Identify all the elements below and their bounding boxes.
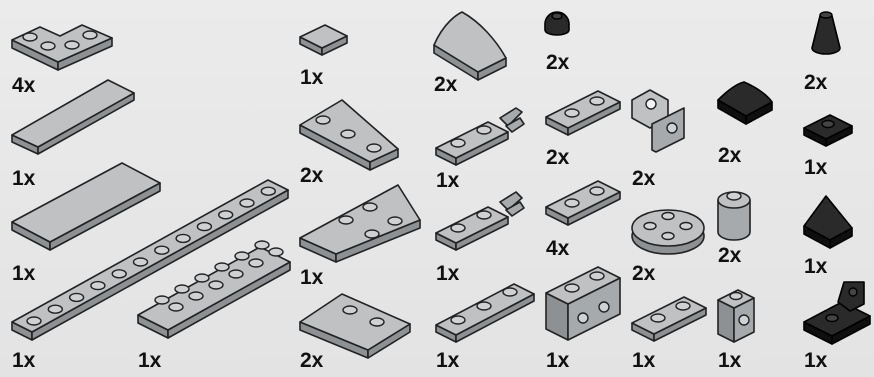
qty-label: 1x (804, 157, 827, 178)
part-plate-1x3 (436, 284, 534, 342)
qty-label: 1x (436, 170, 459, 191)
qty-label: 1x (718, 350, 741, 371)
part-brick-1x2-with-studs-on-side (546, 267, 620, 340)
stud (219, 211, 233, 219)
qty-label: 4x (12, 75, 35, 96)
qty-label: 1x (804, 256, 827, 277)
part-plate-2x2-corner (12, 25, 112, 70)
qty-label: 1x (300, 67, 323, 88)
stud (255, 241, 269, 249)
part-round-plate-2x2 (632, 210, 704, 254)
qty-label: 1x (12, 350, 35, 371)
stud (155, 246, 169, 254)
stud (197, 223, 211, 231)
part-slope-curved-black (718, 82, 772, 124)
qty-label: 1x (300, 267, 323, 288)
qty-label: 2x (632, 168, 655, 189)
qty-label: 4x (546, 238, 569, 259)
part-bracket-1x1 (632, 90, 684, 152)
stud (235, 252, 249, 260)
stud (215, 263, 229, 271)
qty-label: 2x (546, 147, 569, 168)
qty-label: 2x (718, 245, 741, 266)
stud (70, 293, 84, 301)
part-round-1x1-black (545, 12, 569, 35)
qty-label: 1x (632, 350, 655, 371)
qty-label: 2x (718, 145, 741, 166)
part-brick-1x1-with-stud-on-side (718, 290, 754, 342)
stud (189, 292, 203, 300)
stud (48, 305, 62, 313)
qty-label: 1x (436, 263, 459, 284)
stud (91, 282, 105, 290)
qty-label: 1x (12, 168, 35, 189)
part-plate-1x2-with-clip (436, 108, 524, 165)
qty-label: 1x (138, 350, 161, 371)
stud (195, 274, 209, 282)
part-plate-1x2 (546, 91, 620, 135)
qty-label: 2x (434, 74, 457, 95)
stud (169, 303, 183, 311)
part-cylinder-brick-1x1 (718, 192, 750, 240)
part-wedge-plate-4x4 (300, 185, 420, 262)
qty-label: 1x (12, 263, 35, 284)
part-wedge-plate-3x2 (300, 100, 398, 170)
part-tile-1x1 (300, 25, 347, 55)
qty-label: 2x (804, 72, 827, 93)
part-hinge-plate-black (804, 282, 870, 344)
stud (176, 234, 190, 242)
qty-label: 2x (632, 263, 655, 284)
stud (134, 258, 148, 266)
stud (269, 248, 283, 256)
part-slope-curved-2x1 (434, 12, 506, 80)
stud (209, 281, 223, 289)
part-cone-1x1-black (812, 12, 840, 54)
part-plate-1x2-with-clip-b (436, 192, 524, 250)
qty-label: 1x (436, 350, 459, 371)
stud (261, 187, 275, 195)
qty-label: 1x (546, 350, 569, 371)
stud (27, 317, 41, 325)
stud (249, 259, 263, 267)
part-plate-1x1-black (804, 115, 852, 146)
qty-label: 2x (546, 52, 569, 73)
stud (155, 296, 169, 304)
stud (175, 285, 189, 293)
qty-label: 2x (300, 165, 323, 186)
part-plate-1x2-c (632, 297, 706, 341)
part-slope-black (804, 196, 852, 248)
qty-label: 2x (300, 350, 323, 371)
part-plate-1x2-b (546, 181, 620, 225)
stud (240, 199, 254, 207)
qty-label: 1x (804, 350, 827, 371)
stud (229, 270, 243, 278)
stud (112, 270, 126, 278)
